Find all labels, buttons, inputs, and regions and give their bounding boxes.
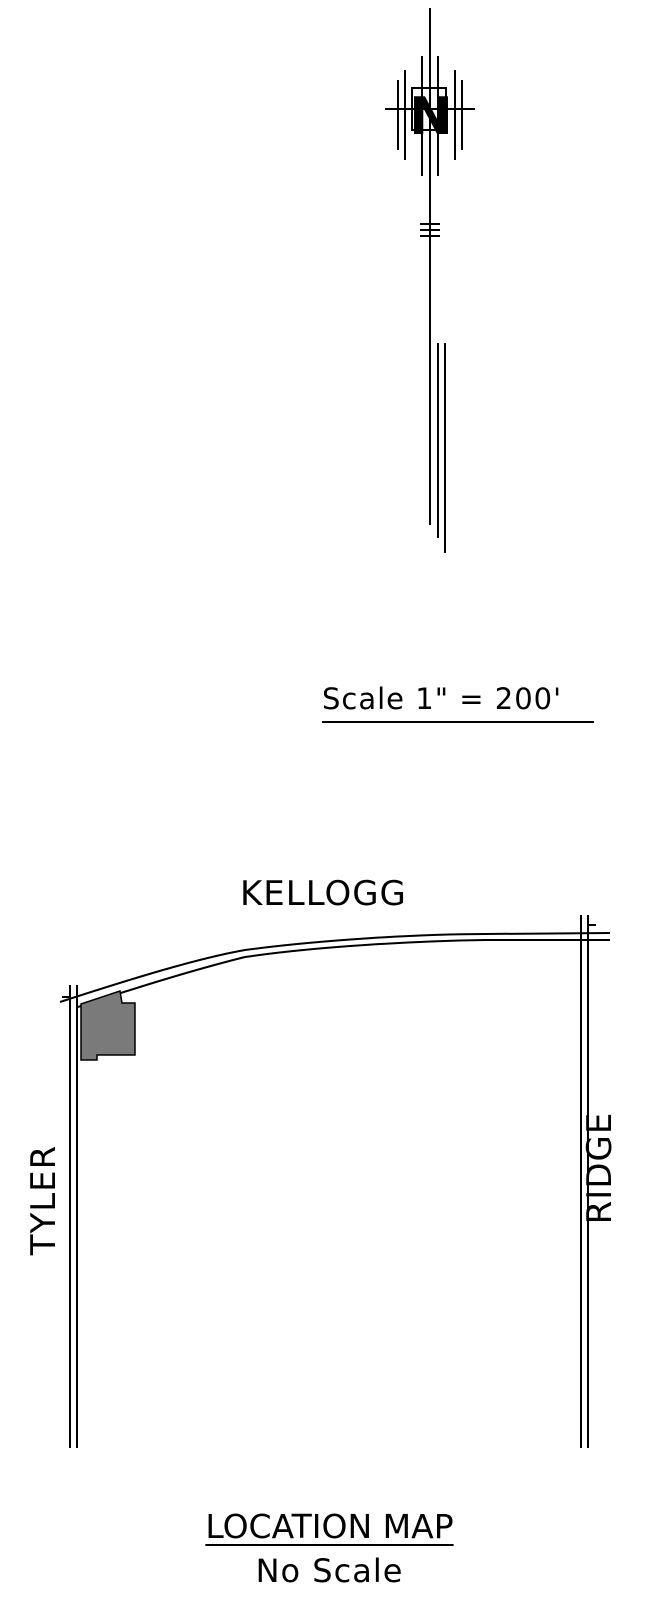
map-subtitle: No Scale: [255, 1552, 404, 1590]
street-label-kellogg: KELLOGG: [240, 874, 407, 914]
kellogg-street-edge: [77, 939, 610, 1008]
street-label-tyler: TYLER: [24, 1144, 64, 1256]
north-arrow-letter: N: [409, 87, 453, 147]
kellogg-street-edge: [59, 932, 611, 1003]
site-parcel: [80, 990, 136, 1061]
street-lines: [59, 915, 611, 1448]
north-arrow-box: [411, 87, 447, 131]
scale-label: Scale 1" = 200': [322, 682, 563, 716]
street-label-ridge: RIDGE: [580, 1111, 620, 1225]
north-arrow: [385, 8, 475, 553]
map-title: LOCATION MAP: [205, 1507, 454, 1546]
